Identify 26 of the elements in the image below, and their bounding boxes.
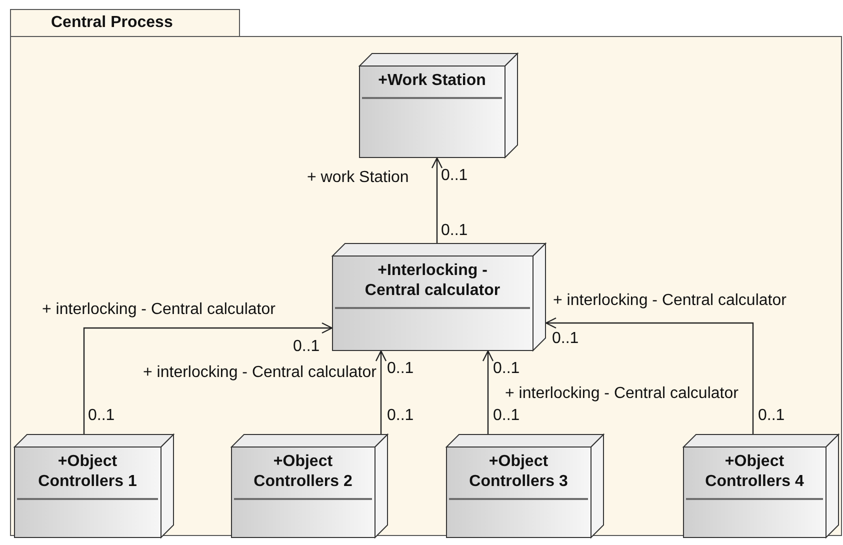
- multiplicity-label: 0..1: [387, 407, 414, 425]
- node-title: +Object Controllers 1: [37, 452, 138, 492]
- edge-label: + interlocking - Central calculator: [142, 364, 378, 382]
- multiplicity-label: 0..1: [387, 360, 414, 378]
- association-arrow: [482, 350, 494, 434]
- multiplicity-label: 0..1: [88, 407, 115, 425]
- association-arrow: [375, 350, 387, 434]
- node-title: +Object Controllers 2: [252, 452, 354, 492]
- multiplicity-label: 0..1: [441, 222, 468, 240]
- edge-label: + interlocking - Central calculator: [552, 292, 788, 310]
- node-title: +Interlocking - Central calculator: [364, 261, 502, 301]
- node-title: +Object Controllers 4: [704, 452, 805, 492]
- frame-tab-title: Central Process: [10, 9, 240, 36]
- node-title: +Object Controllers 3: [468, 452, 569, 492]
- multiplicity-label: 0..1: [493, 360, 520, 378]
- multiplicity-label: 0..1: [493, 407, 520, 425]
- multiplicity-label: 0..1: [552, 330, 579, 348]
- multiplicity-label: 0..1: [758, 407, 785, 425]
- node-title: +Work Station: [378, 71, 486, 91]
- association-arrow: [431, 157, 443, 243]
- association-arrow: [83, 322, 333, 434]
- association-arrow: [545, 317, 754, 434]
- multiplicity-label: 0..1: [293, 338, 320, 356]
- edge-label: + interlocking - Central calculator: [41, 301, 276, 319]
- edge-label: + interlocking - Central calculator: [504, 385, 740, 403]
- multiplicity-label: 0..1: [441, 167, 468, 185]
